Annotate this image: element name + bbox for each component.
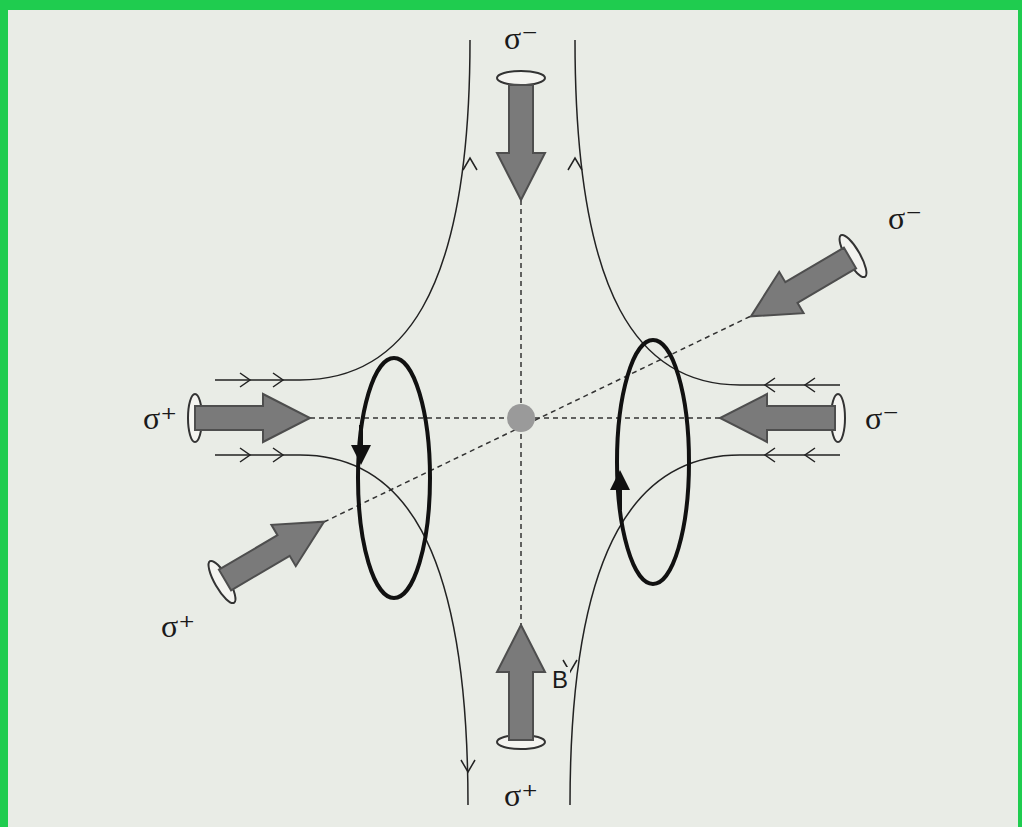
panel: σ⁻ σ⁻ σ⁺ σ⁻ σ⁺ σ⁺ B <box>8 10 1018 827</box>
field-lines <box>215 40 840 805</box>
polarization-label: σ⁻ <box>886 201 924 235</box>
current-arrow <box>359 425 363 455</box>
atom-cloud <box>507 404 535 432</box>
coils <box>358 340 689 598</box>
field-label: B <box>550 667 570 693</box>
laser-beams <box>195 85 862 740</box>
polarization-label: σ⁺ <box>159 609 197 643</box>
axis-lines <box>310 200 751 625</box>
field-arrowheads <box>240 158 815 772</box>
polarization-label: σ⁻ <box>502 21 540 55</box>
polarization-label: σ⁻ <box>863 401 901 435</box>
polarization-ellipses <box>188 71 871 749</box>
polarization-label: σ⁺ <box>502 778 540 812</box>
polarization-label: σ⁺ <box>141 401 179 435</box>
current-arrow <box>618 480 622 510</box>
